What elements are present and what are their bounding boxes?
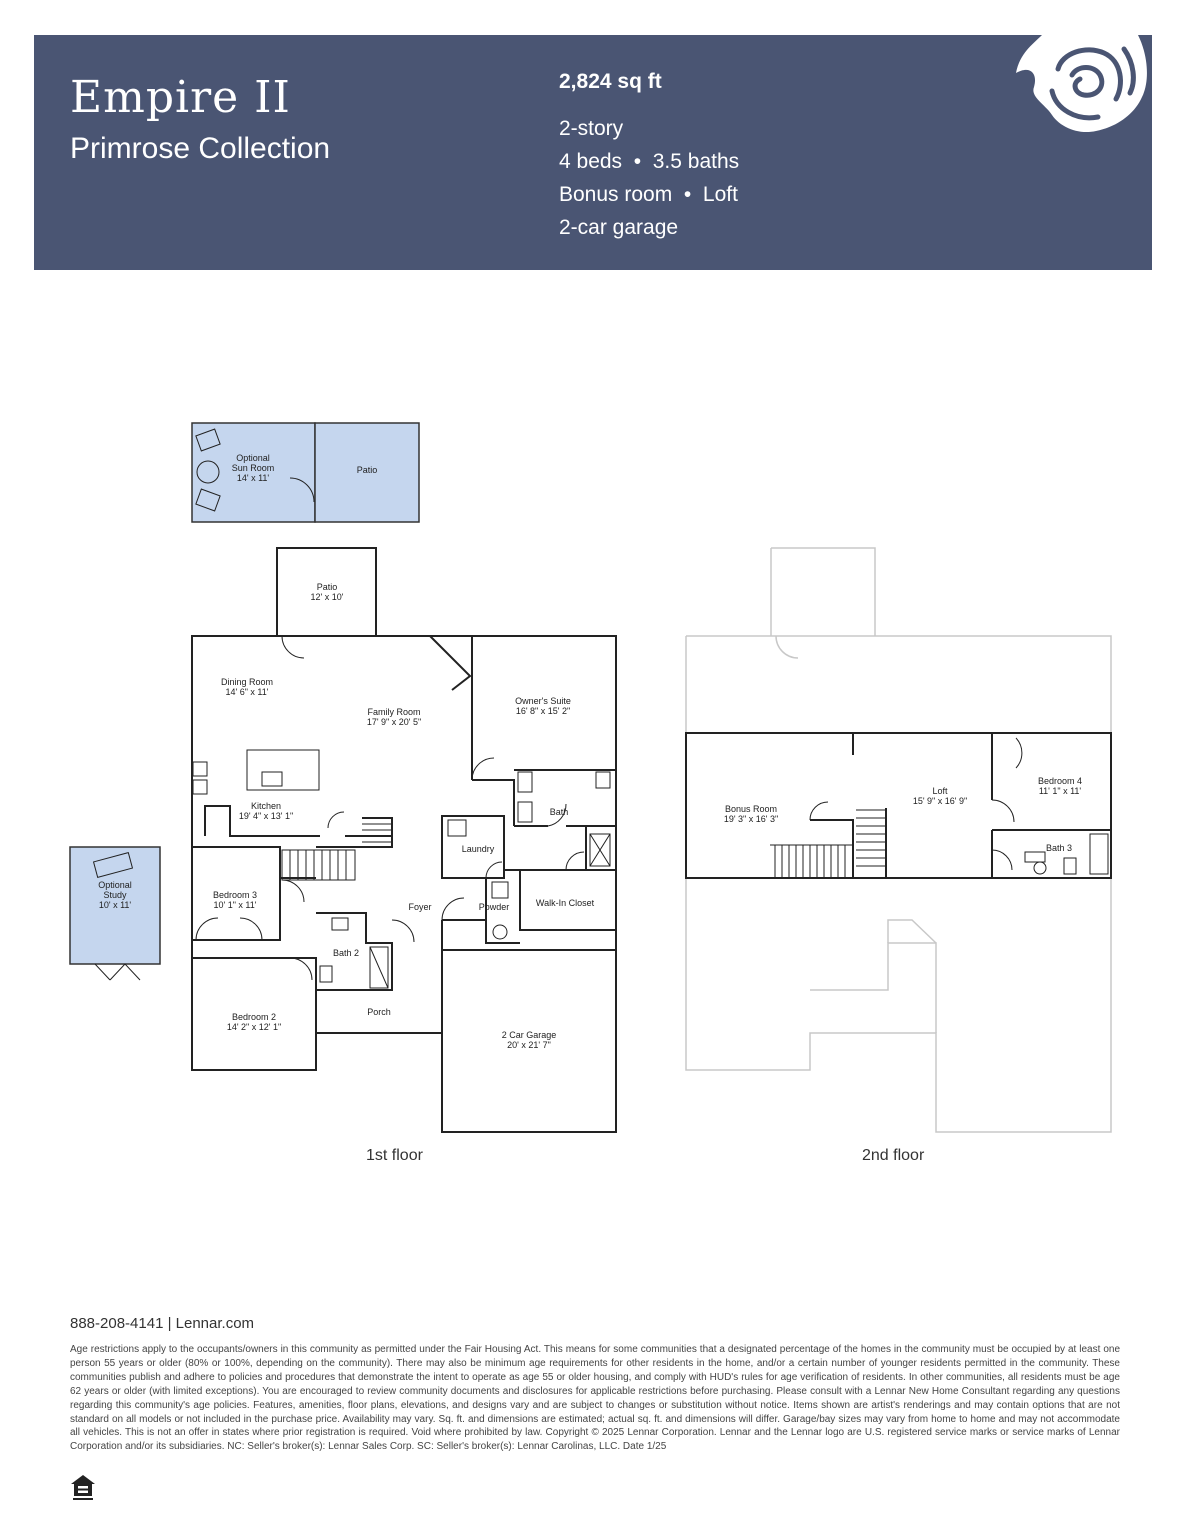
second-floor-labels: Bonus Room 19' 3" x 16' 3" Loft 15' 9" x… [724, 776, 1082, 853]
room-dimension: 14' 6" x 11' [226, 687, 269, 697]
header-banner [34, 35, 1152, 270]
beds-baths-spec: 4 beds • 3.5 baths [559, 150, 740, 173]
room-label: Dining Room [221, 677, 273, 687]
room-label: Bath 3 [1046, 843, 1072, 853]
room-dimension: 10' 1" x 11' [214, 900, 257, 910]
room-label: Porch [367, 1007, 391, 1017]
room-dimension: 19' 4" x 13' 1" [239, 811, 293, 821]
room-dimension: 12' x 10' [311, 592, 344, 602]
second-floor-plan [685, 547, 1112, 1133]
room-label: Bonus Room [725, 804, 777, 814]
room-label: Walk-In Closet [536, 898, 595, 908]
optional-sun-room [191, 422, 316, 523]
room-dimension: 16' 8" x 15' 2" [516, 706, 570, 716]
room-label: Owner's Suite [515, 696, 571, 706]
room-dimension: 14' x 11' [237, 473, 270, 483]
room-label: Patio [317, 582, 338, 592]
first-floor-plan [69, 422, 617, 1133]
room-label: Bath [550, 807, 569, 817]
room-label: Bedroom 4 [1038, 776, 1082, 786]
optional-study [69, 846, 161, 965]
square-footage: 2,824 sq ft [559, 70, 662, 93]
room-label: 2 Car Garage [502, 1030, 557, 1040]
rose-logo-icon [1016, 35, 1147, 133]
room-dimension: 11' 1" x 11' [1039, 786, 1082, 796]
room-label: Bedroom 3 [213, 890, 257, 900]
room-dimension: 14' 2" x 12' 1" [227, 1022, 281, 1032]
room-label: Study [103, 890, 127, 900]
stories-spec: 2-story [559, 117, 624, 140]
room-dimension: 20' x 21' 7" [507, 1040, 551, 1050]
room-label: Bedroom 2 [232, 1012, 276, 1022]
legal-disclaimer: Age restrictions apply to the occupants/… [70, 1344, 1120, 1453]
room-label: Family Room [367, 707, 420, 717]
room-label: Bath 2 [333, 948, 359, 958]
room-label: Optional [236, 453, 270, 463]
first-floor-labels: Optional Sun Room 14' x 11' Patio Patio … [98, 453, 594, 1050]
room-dimension: 15' 9" x 16' 9" [913, 796, 967, 806]
room-dimension: 19' 3" x 16' 3" [724, 814, 778, 824]
first-floor-label: 1st floor [366, 1147, 423, 1164]
room-label: Sun Room [232, 463, 275, 473]
model-title: Empire II [70, 72, 291, 123]
contact-info[interactable]: 888-208-4141 | Lennar.com [70, 1315, 255, 1332]
rooms-spec: Bonus room • Loft [559, 183, 738, 206]
room-label: Kitchen [251, 801, 281, 811]
optional-patio [314, 422, 420, 523]
room-label: Laundry [462, 844, 495, 854]
room-dimension: 17' 9" x 20' 5" [367, 717, 421, 727]
room-label: Patio [357, 465, 378, 475]
floor-plans: Optional Sun Room 14' x 11' Patio Patio … [69, 422, 1112, 1133]
collection-name: Primrose Collection [70, 132, 331, 165]
second-floor-label: 2nd floor [862, 1147, 925, 1164]
equal-housing-icon [71, 1475, 95, 1500]
garage-spec: 2-car garage [559, 216, 679, 239]
room-label: Powder [479, 902, 510, 912]
room-label: Loft [932, 786, 948, 796]
room-dimension: 10' x 11' [99, 900, 132, 910]
room-label: Foyer [408, 902, 431, 912]
room-label: Optional [98, 880, 132, 890]
